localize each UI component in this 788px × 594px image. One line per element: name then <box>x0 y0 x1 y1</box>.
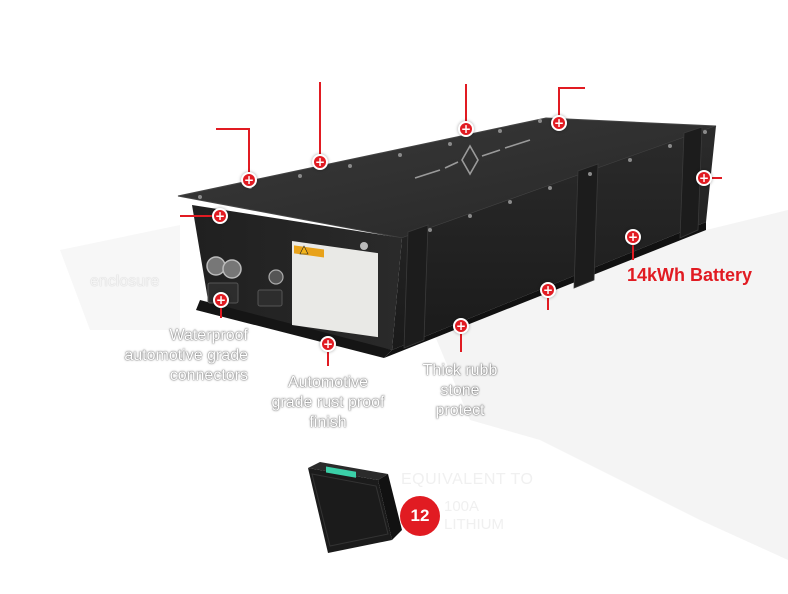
rubber-line-2: stone <box>440 382 480 399</box>
battery-base <box>196 300 392 358</box>
hotspot-plus-icon[interactable]: + <box>213 292 229 308</box>
connectors-line-1: Waterproof <box>169 327 248 344</box>
leader-lines <box>180 82 722 366</box>
warning-label <box>292 241 378 338</box>
hotspot-plus-icon[interactable]: + <box>540 282 556 298</box>
warning-label-header <box>294 245 324 258</box>
bracket <box>573 163 599 289</box>
warning-triangle <box>299 245 309 255</box>
feature-label-enclosure: enclosure <box>90 273 160 290</box>
hotspot-plus-icon[interactable]: + <box>241 172 257 188</box>
hotspot-plus-icon[interactable]: + <box>312 154 328 170</box>
connectors-line-3: connectors <box>169 367 248 384</box>
logo-mark <box>414 139 531 179</box>
hotspot-plus-icon[interactable]: + <box>696 170 712 186</box>
rustproof-line-2: grade rust proof <box>271 394 385 411</box>
feature-label-connectors: Waterproof automotive grade connectors <box>100 326 248 386</box>
connectors-line-2: automotive grade <box>124 347 248 364</box>
hotspot-plus-icon[interactable]: + <box>320 336 336 352</box>
equivalent-count-badge: 12 <box>400 496 440 536</box>
rustproof-line-1: Automotive <box>287 374 369 391</box>
bracket <box>679 126 703 239</box>
hotspot-plus-icon[interactable]: + <box>453 318 469 334</box>
hotspot-plus-icon[interactable]: + <box>625 229 641 245</box>
battery-long-side <box>392 126 716 350</box>
rubber-line-3: protect <box>435 402 485 419</box>
floor-shadow-light <box>60 225 180 330</box>
lead-acid-battery <box>308 462 402 553</box>
feature-label-rubber: Thick rubb stone protect <box>410 361 510 421</box>
equivalent-line-2: 100A <box>444 498 480 515</box>
rustproof-line-3: finish <box>309 414 347 431</box>
product-title: 14kWh Battery <box>627 265 753 285</box>
equivalent-line-3: LITHIUM <box>444 516 504 533</box>
equivalent-heading: EQUIVALENT TO <box>401 471 534 488</box>
hotspot-plus-icon[interactable]: + <box>212 208 228 224</box>
hotspot-plus-icon[interactable]: + <box>551 115 567 131</box>
rubber-line-1: Thick rubb <box>422 362 498 379</box>
bracket <box>403 224 429 349</box>
feature-label-rustproof: Automotive grade rust proof finish <box>258 373 398 433</box>
hotspot-plus-icon[interactable]: + <box>458 121 474 137</box>
bolts <box>198 119 707 232</box>
